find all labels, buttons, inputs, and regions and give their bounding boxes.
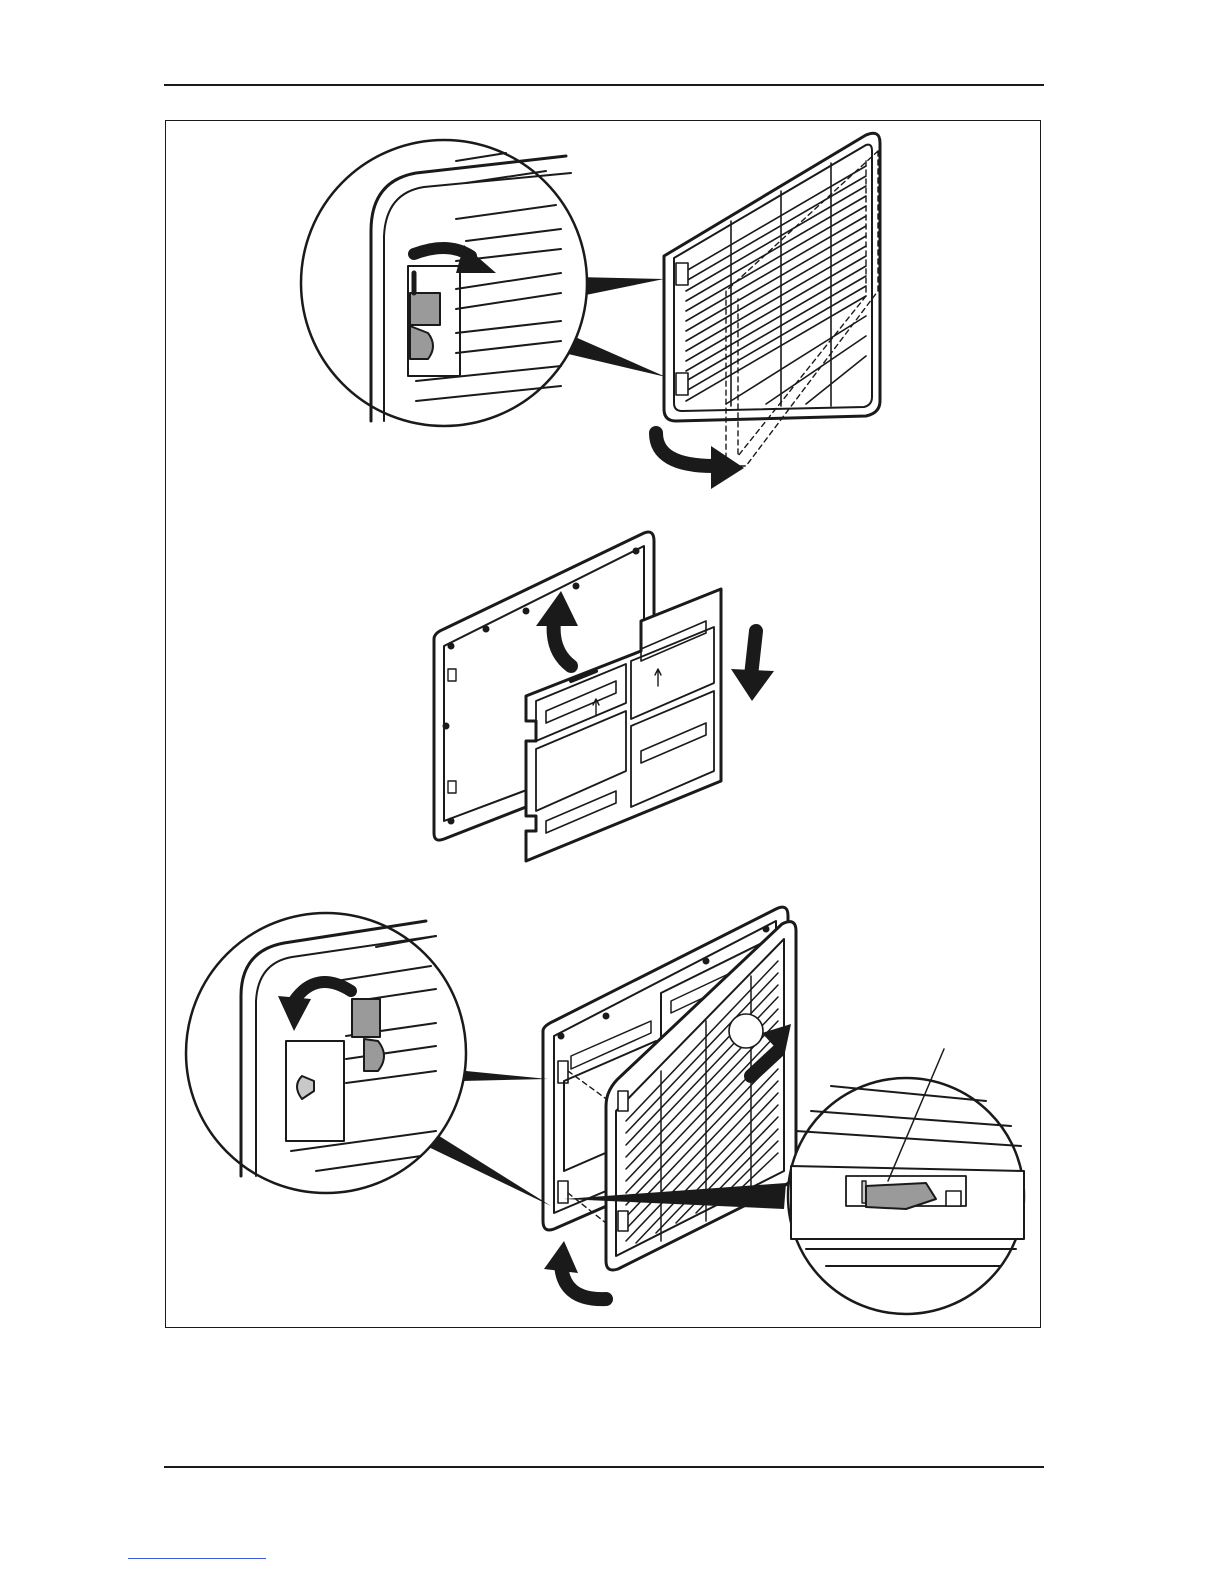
header-rule [164,84,1044,86]
step-3-reattach-grille [186,907,1024,1314]
detail-circle-unlatch [301,140,587,426]
maintenance-illustration [166,121,1042,1329]
detail-circle-latch [186,913,466,1193]
detail-circle-hinge [788,1049,1024,1314]
footer-link-underline [128,1558,266,1559]
footer-rule [164,1466,1044,1468]
step-2-replace-filter [434,532,774,861]
illustration-frame [165,120,1041,1328]
step-1-open-grille [301,133,880,489]
grille-panel-top [664,133,880,466]
